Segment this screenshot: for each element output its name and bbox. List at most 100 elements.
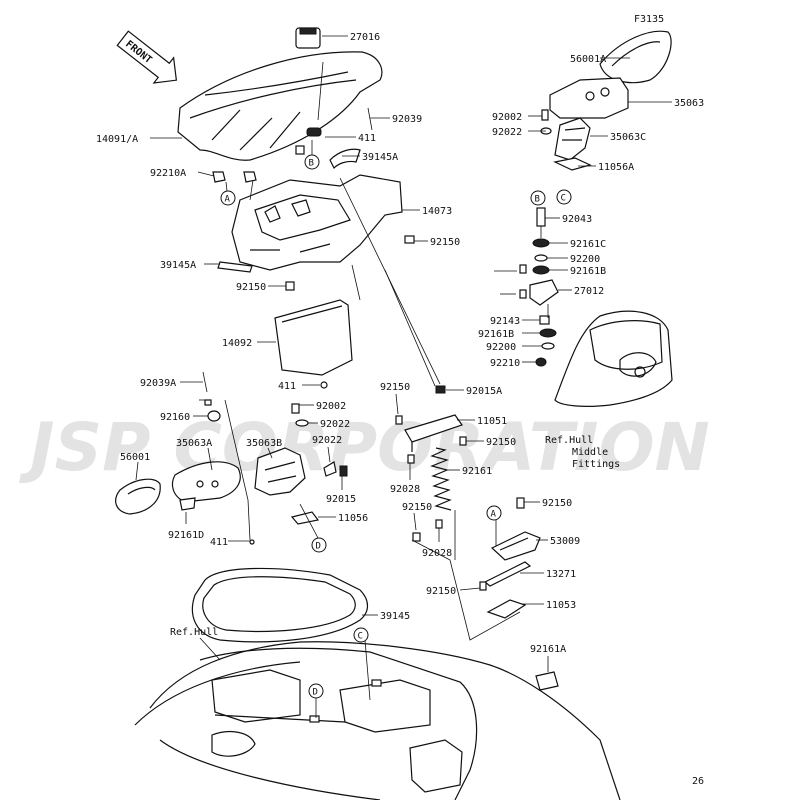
label-11056A: 11056A: [598, 162, 634, 173]
svg-text:B: B: [535, 195, 540, 205]
label-35063A: 35063A: [176, 438, 212, 449]
svg-text:D: D: [316, 542, 321, 552]
label-92002-b: 92002: [316, 401, 346, 412]
label-92028-b: 92028: [422, 548, 452, 559]
label-14092: 14092: [222, 338, 252, 349]
label-35063B: 35063B: [246, 438, 282, 449]
spring-assembly: [395, 385, 467, 542]
label-92161C: 92161C: [570, 239, 606, 250]
label-92015A: 92015A: [466, 386, 502, 397]
callout-B-right: B: [530, 190, 546, 206]
light-assembly-left: [115, 371, 255, 545]
label-92200-a: 92200: [570, 254, 600, 265]
label-92043: 92043: [562, 214, 592, 225]
label-92150-d: 92150: [486, 437, 516, 448]
label-92161D: 92161D: [168, 530, 204, 541]
label-92150-e: 92150: [542, 498, 572, 509]
label-92161B-b: 92161B: [478, 329, 514, 340]
label-92143: 92143: [490, 316, 520, 327]
label-92150-g: 92150: [426, 586, 456, 597]
page-number: 26: [692, 776, 704, 787]
label-92161: 92161: [462, 466, 492, 477]
label-ref-hull-middle-3: Fittings: [572, 459, 620, 470]
label-56001A: 56001A: [570, 54, 606, 65]
label-92150-f: 92150: [402, 502, 432, 513]
callout-D-bracket: D: [311, 537, 327, 553]
part-39145A-strip: [217, 261, 253, 273]
label-ref-hull: Ref.Hull: [170, 627, 218, 638]
pad-92161A: [535, 671, 559, 691]
ref-hull-middle-fitting: [554, 310, 673, 407]
label-39145A-b: 39145A: [160, 260, 196, 271]
label-ref-hull-middle-1: Ref.Hull: [545, 435, 593, 446]
svg-text:C: C: [561, 194, 566, 204]
watermark: JSP CORPORATION: [19, 409, 710, 486]
label-411-c: 411: [210, 537, 228, 548]
label-411-a: 411: [358, 133, 376, 144]
label-92015: 92015: [326, 494, 356, 505]
label-11051: 11051: [477, 416, 507, 427]
label-11053: 11053: [546, 600, 576, 611]
svg-text:D: D: [313, 688, 318, 698]
label-35063C: 35063C: [610, 132, 646, 143]
label-27016: 27016: [350, 32, 380, 43]
svg-text:B: B: [309, 159, 314, 169]
part-39145A-seal: [329, 148, 361, 170]
callout-A-latch: A: [486, 505, 502, 521]
label-13271: 13271: [546, 569, 576, 580]
label-411-b: 411: [278, 381, 296, 392]
label-35063: 35063: [674, 98, 704, 109]
label-92022-a: 92022: [492, 127, 522, 138]
svg-text:C: C: [358, 632, 363, 642]
label-ref-hull-middle-2: Middle: [572, 447, 608, 458]
label-92200-b: 92200: [486, 342, 516, 353]
svg-text:A: A: [491, 510, 497, 520]
callout-A-top: A: [220, 190, 236, 206]
label-14091A: 14091/A: [96, 134, 138, 145]
svg-text:A: A: [225, 195, 231, 205]
part-clip: [295, 145, 305, 155]
assembly-lines: [224, 61, 549, 718]
latch-53009: [479, 497, 541, 619]
label-92022-b: 92022: [320, 419, 350, 430]
label-92028-a: 92028: [390, 484, 420, 495]
front-arrow: FRONT: [116, 30, 178, 84]
part-92210A: [212, 171, 226, 183]
label-14073: 14073: [422, 206, 452, 217]
label-27012: 27012: [574, 286, 604, 297]
part-411-washer: [306, 127, 322, 137]
mount-stack: [519, 207, 559, 367]
label-92039: 92039: [392, 114, 422, 125]
label-92210A: 92210A: [150, 168, 186, 179]
label-92150-b: 92150: [236, 282, 266, 293]
label-53009: 53009: [550, 536, 580, 547]
hull: [134, 641, 621, 800]
figure-code: F3135: [634, 14, 664, 25]
label-39145: 39145: [380, 611, 410, 622]
panel-14092: [274, 299, 353, 376]
label-92161A: 92161A: [530, 644, 566, 655]
label-39145A-a: 39145A: [362, 152, 398, 163]
label-92150-a: 92150: [430, 237, 460, 248]
label-56001: 56001: [120, 452, 150, 463]
callout-C-hull: C: [353, 627, 369, 643]
callout-D-hull: D: [308, 683, 324, 699]
label-11056: 11056: [338, 513, 368, 524]
label-92022-c: 92022: [312, 435, 342, 446]
callout-C-right: C: [556, 189, 572, 205]
light-assembly-right: [549, 30, 672, 171]
bracket-35063B: [254, 403, 348, 525]
label-92161B-a: 92161B: [570, 266, 606, 277]
storage-tray-14073: [231, 174, 403, 271]
label-92210: 92210: [490, 358, 520, 369]
label-92150-c: 92150: [380, 382, 410, 393]
label-92160: 92160: [160, 412, 190, 423]
seat-cover-14091: [177, 27, 383, 161]
callout-B-top: B: [304, 154, 320, 170]
gasket-39145: [191, 567, 369, 643]
label-92002-a: 92002: [492, 112, 522, 123]
label-leaders: [135, 35, 672, 672]
part-labels: 27016 56001A 35063 92039 411 14091/A 391…: [96, 32, 704, 655]
